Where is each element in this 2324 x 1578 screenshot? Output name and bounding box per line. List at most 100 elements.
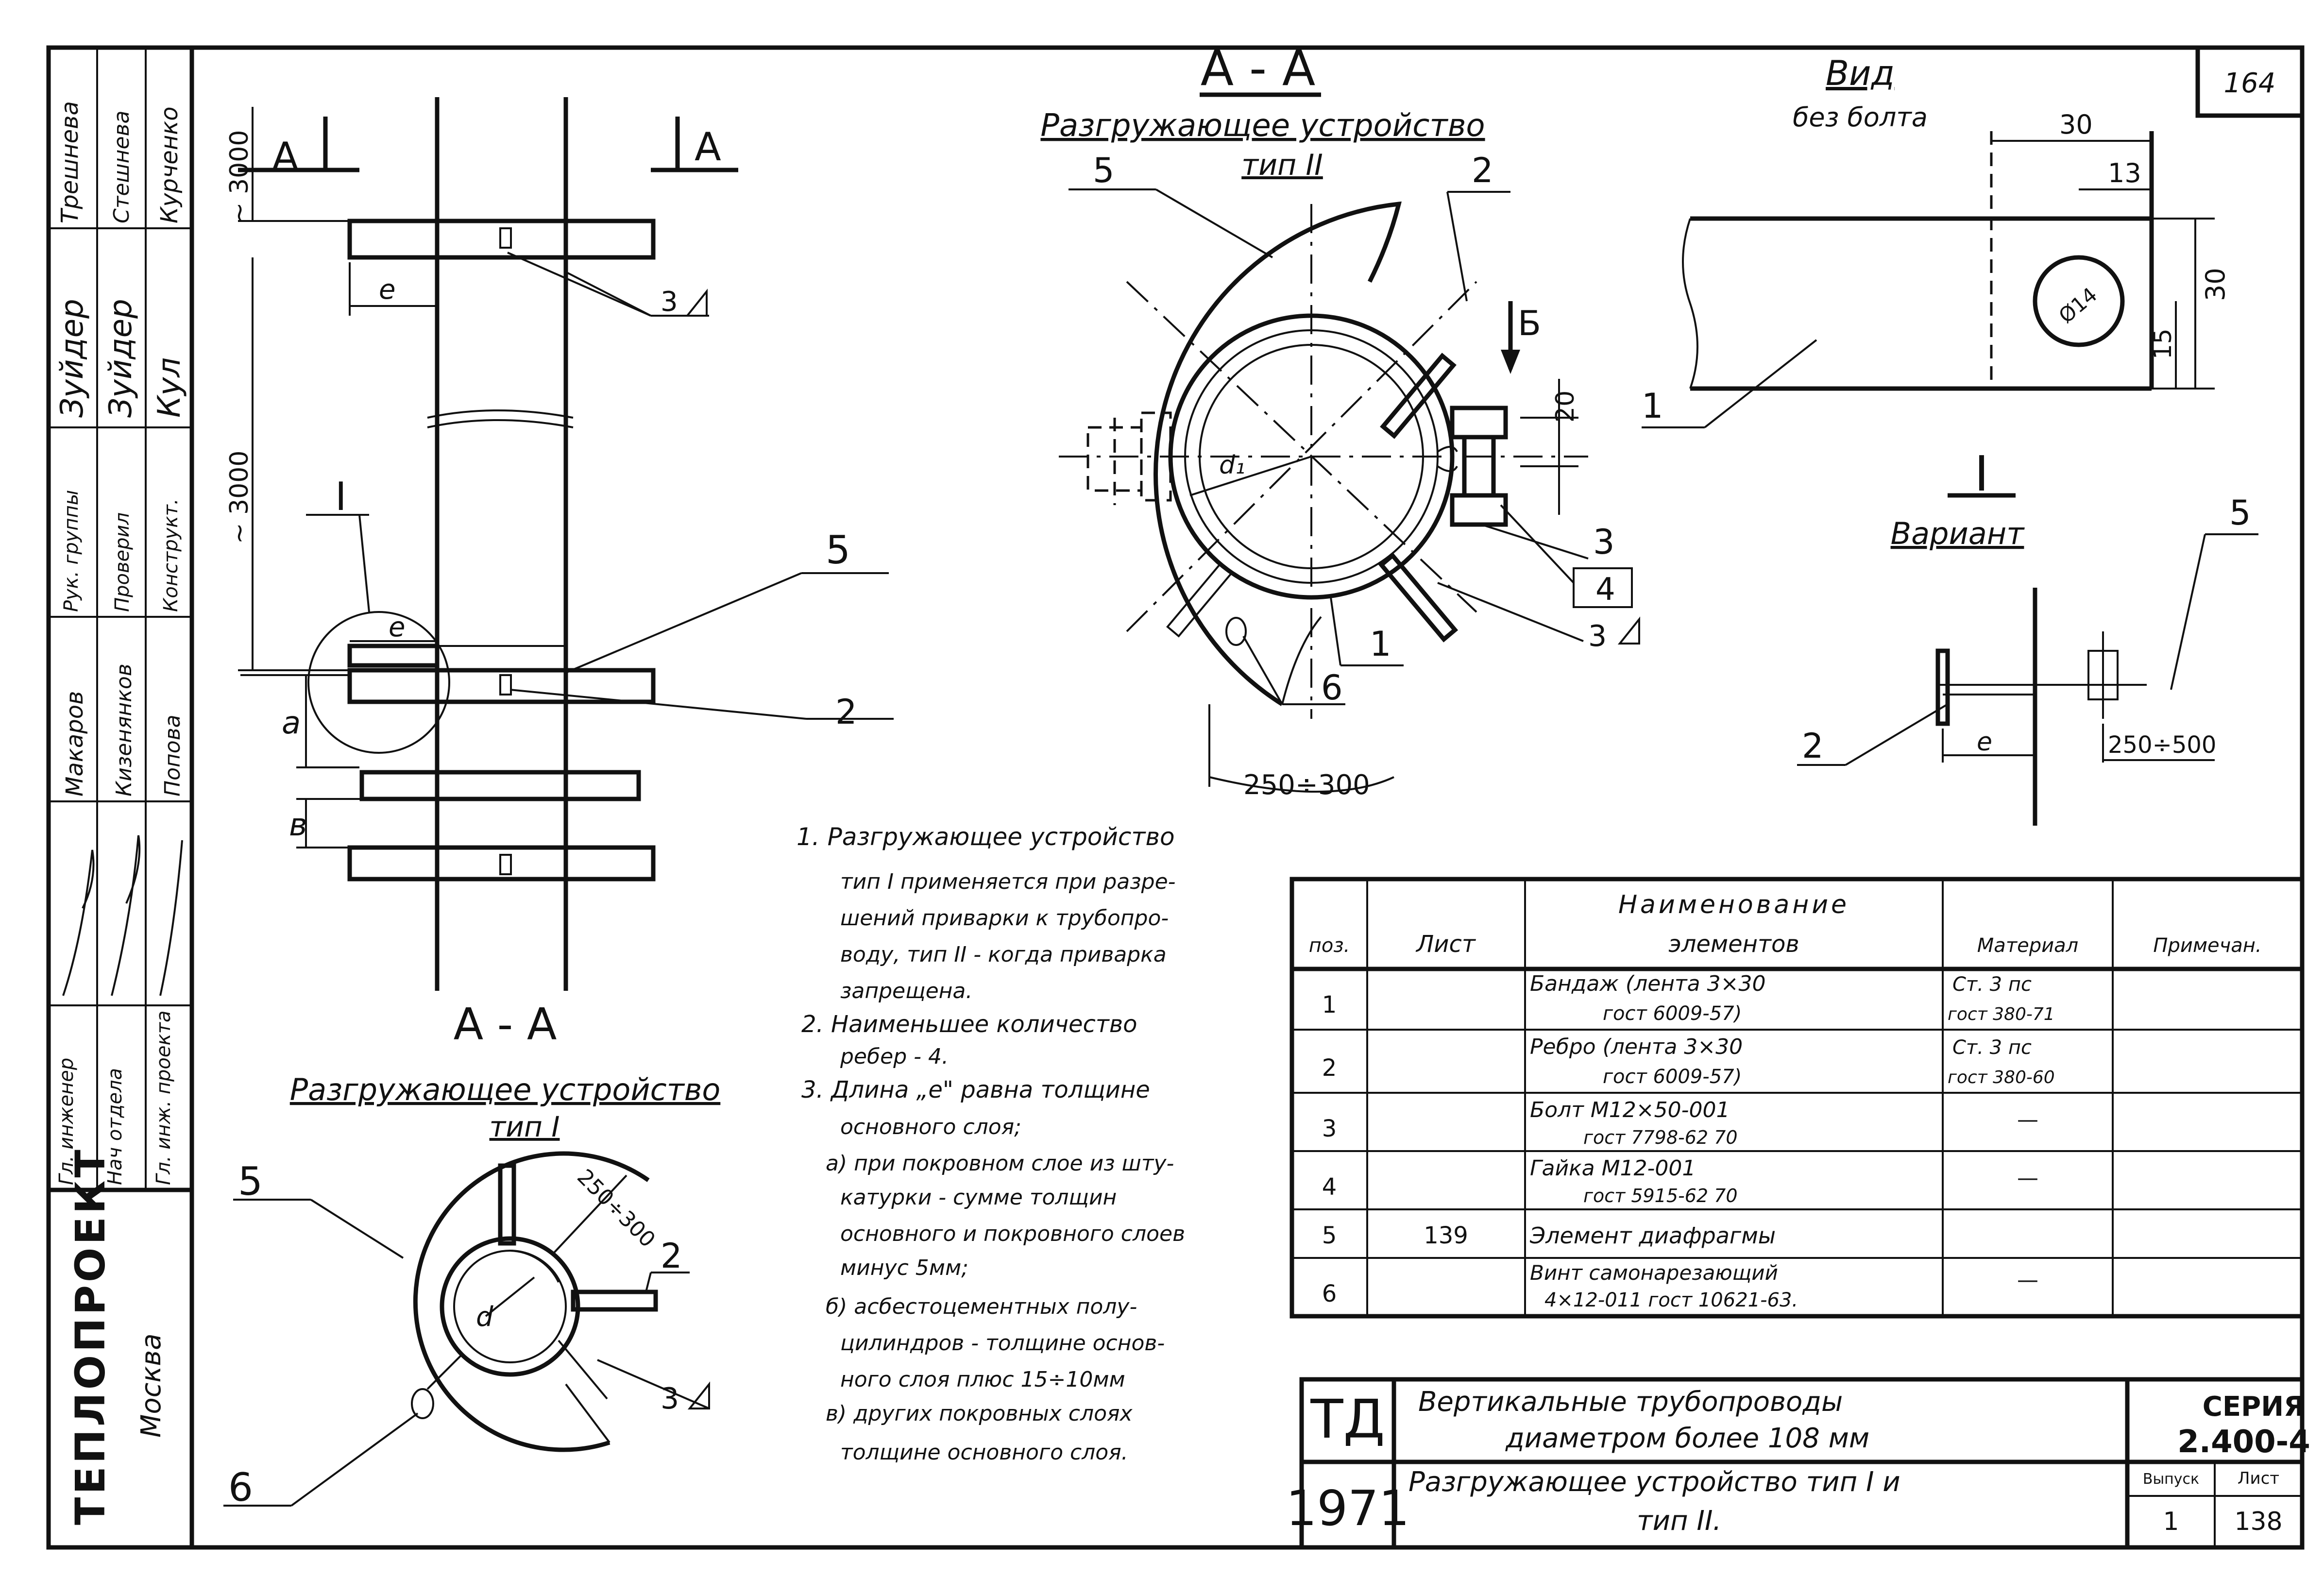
type1-label-5: 5 <box>238 1159 263 1204</box>
note-line-1: 1. Разгружающее устройство <box>797 823 1175 851</box>
label-3-top: 3 <box>661 286 678 318</box>
stamp-role-3: Гл. инж. проекта <box>153 1011 175 1186</box>
side-stamp: Гл. инженер Нач отдела Гл. инж. проекта … <box>49 48 192 1525</box>
stamp-role-6: Конструкт. <box>160 498 182 612</box>
type2-outer-arc <box>1154 201 1402 706</box>
section-aa-type1-title: A - A <box>454 999 557 1050</box>
note-line-16: ного слоя плюс 15÷10мм <box>840 1367 1125 1392</box>
section-aa-type1-subtitle: Разгружающее устройство <box>290 1072 721 1107</box>
th-sheet: Лист <box>1415 931 1476 958</box>
stamp-name-6: Попова <box>160 714 185 797</box>
note-line-6: 2. Наименьшее количество <box>801 1011 1137 1038</box>
row4-name1: Гайка М12-001 <box>1530 1156 1696 1181</box>
type1-outer-arc <box>413 1151 650 1452</box>
type2-label-B: Б <box>1518 304 1541 343</box>
section-aa-type2-title: A - A <box>1201 40 1315 97</box>
section-aa-type1-type: тип I <box>490 1110 560 1143</box>
stamp-name-1: Трешнева <box>56 101 84 223</box>
row5-pos: 5 <box>1322 1222 1337 1249</box>
row1-pos: 1 <box>1322 991 1337 1018</box>
row1-mat1: Ст. 3 пс <box>1952 973 2032 996</box>
stamp-sign-2: Зуйдер <box>103 299 139 418</box>
mid-rib <box>347 668 656 704</box>
type1-label-2: 2 <box>661 1236 682 1276</box>
section-aa-type-2: A - A Разгружающее устройство тип II d₁ <box>1040 40 1640 801</box>
row6-name2: 4×12-011 гост 10621-63. <box>1544 1289 1798 1311</box>
notes-block: 1. Разгружающее устройство тип I применя… <box>797 823 1185 1465</box>
variant-I: I Вариант 5 2 e 250÷500 <box>1797 445 2258 826</box>
row4-name2: гост 5915-62 70 <box>1583 1185 1738 1206</box>
dim-3000-top: ~ 3000 <box>225 130 254 223</box>
section-mark-right: A <box>695 124 721 170</box>
type2-label-5: 5 <box>1093 151 1115 190</box>
stamp-name-2: Стешнева <box>109 111 134 223</box>
note-line-9: основного слоя; <box>840 1115 1021 1139</box>
row2-mat1: Ст. 3 пс <box>1952 1036 2032 1059</box>
issue-label: Выпуск <box>2143 1471 2199 1488</box>
section-aa-type2-subtitle: Разгружающее устройство <box>1040 108 1485 144</box>
top-rib <box>347 219 656 260</box>
view-b: Вид без болта Ø14 30 13 30 15 1 <box>1642 53 2231 428</box>
view-b-subtitle: без болта <box>1793 102 1928 133</box>
row2-name1: Ребро (лента 3×30 <box>1530 1035 1743 1059</box>
dim-3000-mid: ~ 3000 <box>225 451 254 544</box>
stamp-signature-scribble-1 <box>62 849 95 996</box>
th-name-2: элементов <box>1668 931 1799 958</box>
note-line-3: шений приварки к трубопро- <box>840 906 1169 931</box>
type1-label-3: 3 <box>661 1382 679 1416</box>
th-material: Материал <box>1977 934 2078 957</box>
label-2-left: 2 <box>835 692 857 732</box>
variant-I-label-2: 2 <box>1802 726 1824 766</box>
note-line-7: ребер - 4. <box>840 1044 949 1069</box>
label-b: в <box>289 807 307 843</box>
title-line-3: Разгружающее устройство тип I и <box>1408 1466 1900 1498</box>
type2-pipe-inner <box>1199 344 1424 569</box>
note-line-12: основного и покровного слоев <box>840 1222 1185 1246</box>
note-line-15: цилиндров - толщине основ- <box>840 1331 1165 1356</box>
note-line-13: минус 5мм; <box>840 1256 968 1280</box>
row5-name1: Элемент диафрагмы <box>1529 1222 1776 1249</box>
label-I: I <box>335 474 347 519</box>
type2-label-3: 3 <box>1593 522 1615 562</box>
stamp-role-5: Проверил <box>111 512 134 612</box>
spec-table: поз. Лист Наименование элементов Материа… <box>1289 877 2305 1319</box>
corner-number: 164 <box>2224 68 2276 99</box>
type2-bolt <box>1462 435 1496 498</box>
title-block: ТД 1971 Вертикальные трубопроводы диамет… <box>1286 1377 2310 1550</box>
view-b-hole-label: Ø14 <box>2054 283 2102 328</box>
title-td: ТД <box>1310 1388 1385 1450</box>
label-e-mid: e <box>389 611 405 643</box>
org-city: Москва <box>136 1333 167 1438</box>
stamp-role-1: Гл. инженер <box>55 1058 78 1185</box>
row3-name1: Болт М12×50-001 <box>1530 1098 1730 1122</box>
stamp-name-4: Макаров <box>61 691 88 797</box>
row1-name2: гост 6009-57) <box>1603 1002 1742 1025</box>
label-5-left: 5 <box>826 527 850 573</box>
variant-I-e: e <box>1977 728 1992 757</box>
outer-frame <box>46 45 2305 1550</box>
row6-pos: 6 <box>1322 1280 1337 1307</box>
type2-label-3d: 3 <box>1588 619 1607 653</box>
type2-dim-20: 20 <box>1551 390 1580 423</box>
title-line-2: диаметром более 108 мм <box>1505 1423 1869 1454</box>
row2-mat2: гост 380-60 <box>1948 1068 2055 1087</box>
row4-mat: — <box>2017 1166 2038 1190</box>
row3-mat: — <box>2017 1107 2038 1132</box>
stamp-name-3: Курченко <box>156 106 183 223</box>
stamp-name-5: Кизенянков <box>112 663 136 797</box>
label-e-top: e <box>379 274 395 305</box>
type1-pipe-outer <box>440 1236 580 1377</box>
lower-rib-1 <box>359 770 641 801</box>
th-name-1: Наименование <box>1618 890 1849 919</box>
type1-d: d <box>476 1301 493 1333</box>
left-elevation-view: A A ~ 3000 ~ 3000 e 3 I e <box>225 97 894 991</box>
section-aa-type2-type: тип II <box>1241 148 1323 182</box>
row4-pos: 4 <box>1322 1173 1337 1201</box>
row5-sheet: 139 <box>1424 1222 1468 1249</box>
row6-name1: Винт самонарезающий <box>1530 1261 1778 1285</box>
variant-I-dim: 250÷500 <box>2108 731 2216 759</box>
stamp-role-4: Рук. группы <box>60 490 83 612</box>
sheet-label: Лист <box>2238 1469 2279 1488</box>
note-line-2: тип I применяется при разре- <box>840 869 1176 894</box>
type2-nut-bottom <box>1450 493 1508 527</box>
